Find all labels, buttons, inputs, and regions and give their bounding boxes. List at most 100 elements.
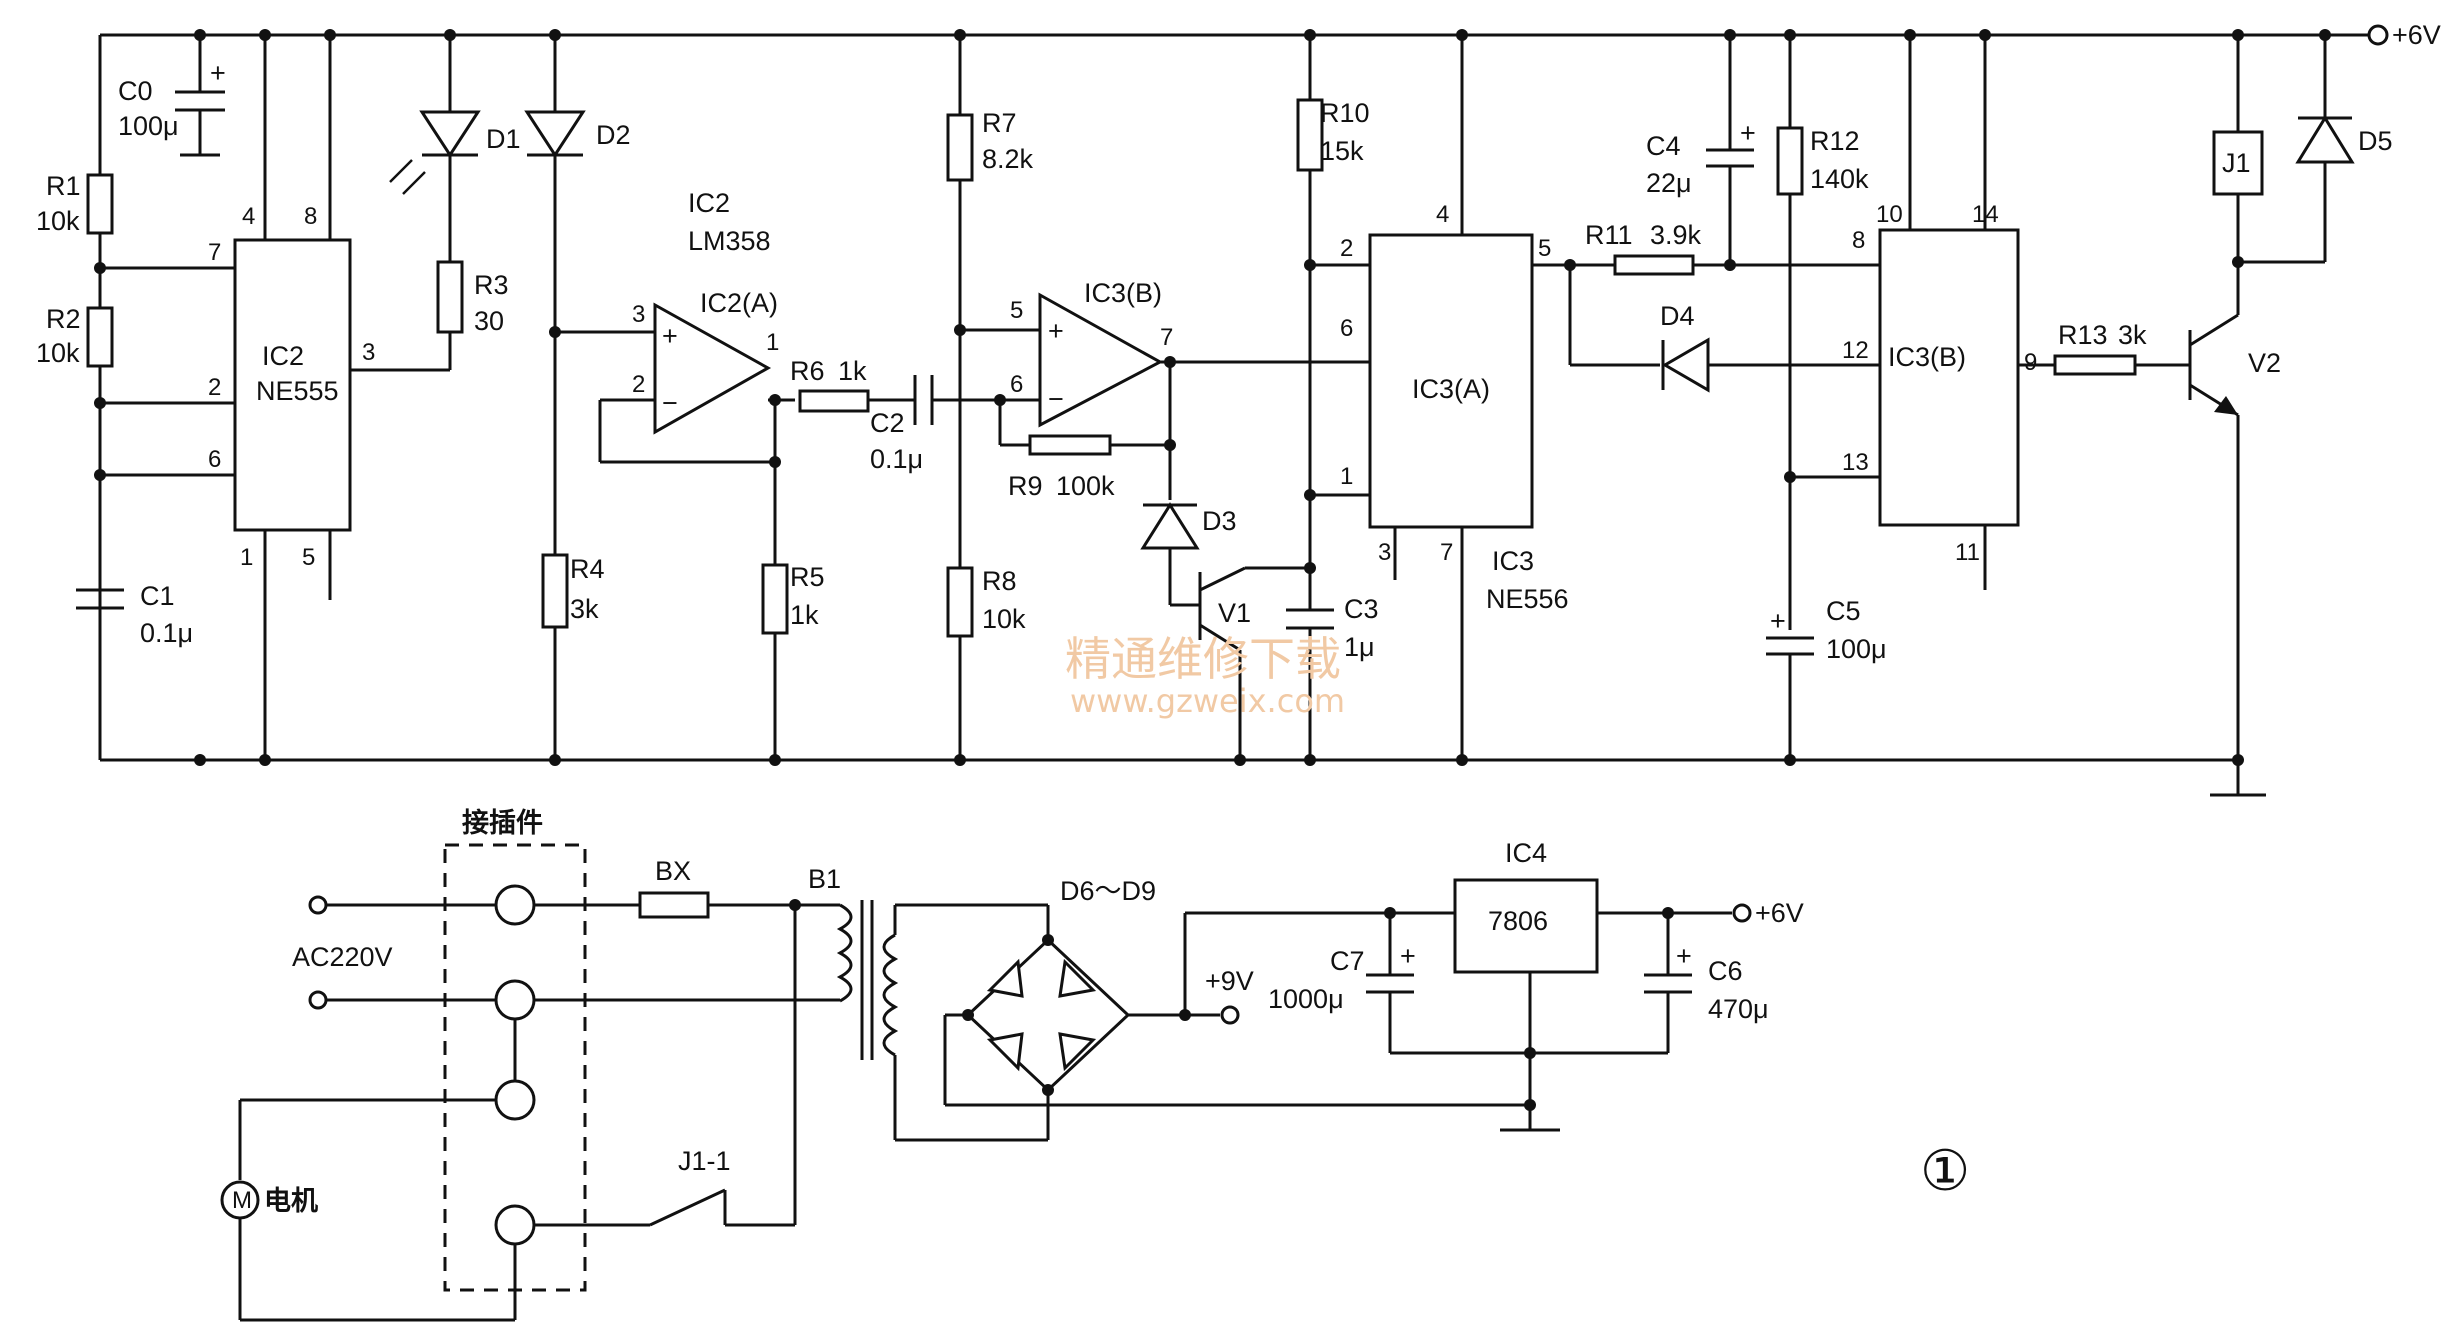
ic3b-timer: [1878, 35, 2055, 590]
svg-text:+: +: [210, 58, 226, 88]
bridge-label: D6～D9: [1060, 876, 1156, 906]
c3-value: 1μ: [1344, 632, 1375, 662]
d3-diode: [1140, 502, 1200, 605]
ic2-555-pin6: 6: [208, 446, 221, 473]
r8-label: R8: [982, 566, 1017, 596]
svg-text:+: +: [1048, 316, 1064, 346]
r3-label: R3: [474, 270, 509, 300]
d4-label: D4: [1660, 301, 1695, 331]
d1-label: D1: [486, 124, 521, 154]
ic2a-unit: IC2(A): [700, 288, 778, 318]
c0-label: C0: [118, 76, 153, 106]
ic2-358-part: LM358: [688, 226, 771, 256]
r11-value: 3.9k: [1650, 220, 1702, 250]
c0-capacitor: +: [175, 35, 226, 157]
r1-resistor: [86, 160, 114, 235]
c3-label: C3: [1344, 594, 1379, 624]
bx-label: BX: [655, 856, 691, 886]
ic4-part: 7806: [1488, 906, 1548, 936]
r4-label: R4: [570, 554, 605, 584]
c6-capacitor: +: [1644, 903, 1752, 1053]
c7-label: C7: [1330, 946, 1365, 976]
svg-text:+: +: [662, 321, 678, 351]
ac-label: AC220V: [292, 942, 393, 972]
r8-resistor: [946, 566, 974, 760]
ic2-555-pin1: 1: [240, 544, 253, 571]
c2-label: C2: [870, 408, 905, 438]
ic3a-pin4: 4: [1436, 201, 1449, 228]
r1-label: R1: [46, 171, 81, 201]
watermark-url: www.gzweix.com: [1070, 682, 1345, 720]
ic3b-amp-pin6: 6: [1010, 371, 1023, 398]
j1-relay-coil: [2212, 35, 2325, 270]
figure-number: ①: [1920, 1139, 1970, 1202]
ic3a-pin2: 2: [1340, 235, 1353, 262]
ic3b-amp-pin5: 5: [1010, 297, 1023, 324]
ic3b-timer-pin10: 10: [1876, 201, 1903, 228]
r7-value: 8.2k: [982, 144, 1034, 174]
r5-value: 1k: [790, 600, 819, 630]
ic3b-timer-pin11: 11: [1955, 539, 1980, 566]
ic2-ne555: [100, 35, 450, 760]
ic2a-opamp: + −: [555, 302, 795, 760]
r13-label: R13: [2058, 320, 2108, 350]
r2-value: 10k: [36, 338, 80, 368]
d2-diode: [524, 35, 586, 555]
r4-value: 3k: [570, 594, 599, 624]
c4-capacitor: +: [1706, 35, 1756, 265]
ic2-555-pin8: 8: [304, 203, 317, 230]
r13-value: 3k: [2118, 320, 2147, 350]
ic2-555-pin7: 7: [208, 239, 221, 266]
c1-value: 0.1μ: [140, 618, 193, 648]
b1-transformer: [534, 900, 1048, 1142]
ic3a-part: IC3: [1492, 546, 1534, 576]
watermark-title: 精通维修下载: [1065, 632, 1341, 686]
ic3b-timer-pin14: 14: [1972, 201, 1999, 228]
c5-value: 100μ: [1826, 634, 1887, 664]
r2-label: R2: [46, 304, 81, 334]
ic2a-pin1: 1: [766, 329, 779, 356]
v2-transistor: [2188, 270, 2266, 797]
ic4-label: IC4: [1505, 838, 1547, 868]
ic3a-unit: IC3(A): [1412, 374, 1490, 404]
r6-value: 1k: [838, 356, 867, 386]
r12-label: R12: [1810, 126, 1860, 156]
connector-label: 接插件: [462, 808, 543, 838]
r11-label: R11: [1585, 220, 1633, 250]
c1-label: C1: [140, 581, 175, 611]
svg-text:−: −: [662, 388, 678, 418]
ac-input-terminals: [308, 895, 496, 1010]
junction-dots: [94, 29, 2331, 766]
ic2-358-name: IC2: [688, 188, 730, 218]
c4-value: 22μ: [1646, 168, 1692, 198]
output-vcc-label: +6V: [1755, 898, 1804, 928]
svg-text:+: +: [1676, 941, 1692, 971]
ic3b-timer-pin9: 9: [2024, 349, 2037, 376]
r6-resistor: [798, 389, 915, 413]
svg-text:−: −: [1048, 384, 1064, 414]
d5-label: D5: [2358, 126, 2393, 156]
motor-circuit: [220, 899, 801, 1322]
c0-value: 100μ: [118, 111, 179, 141]
ic3a-pin5: 5: [1538, 235, 1551, 262]
vcc-rail: [100, 24, 2389, 46]
r3-value: 30: [474, 306, 504, 336]
ic3b-timer-pin12: 12: [1842, 337, 1869, 364]
r4-resistor: [541, 553, 569, 760]
ic2-555-part: NE555: [256, 376, 339, 406]
d3-label: D3: [1202, 506, 1237, 536]
d2-label: D2: [596, 120, 631, 150]
ic2-555-pin2: 2: [208, 374, 221, 401]
r12-resistor: [1776, 35, 1880, 630]
ic2-555-name: IC2: [262, 341, 304, 371]
r5-resistor: [761, 563, 789, 635]
v2-label: V2: [2248, 348, 2281, 378]
ic3b-timer-unit: IC3(B): [1888, 342, 1966, 372]
ic3b-amp-unit: IC3(B): [1084, 278, 1162, 308]
c6-value: 470μ: [1708, 994, 1769, 1024]
c2-value: 0.1μ: [870, 444, 923, 474]
c5-label: C5: [1826, 596, 1861, 626]
bx-fuse: [534, 891, 800, 919]
b1-label: B1: [808, 864, 841, 894]
c6-label: C6: [1708, 956, 1743, 986]
